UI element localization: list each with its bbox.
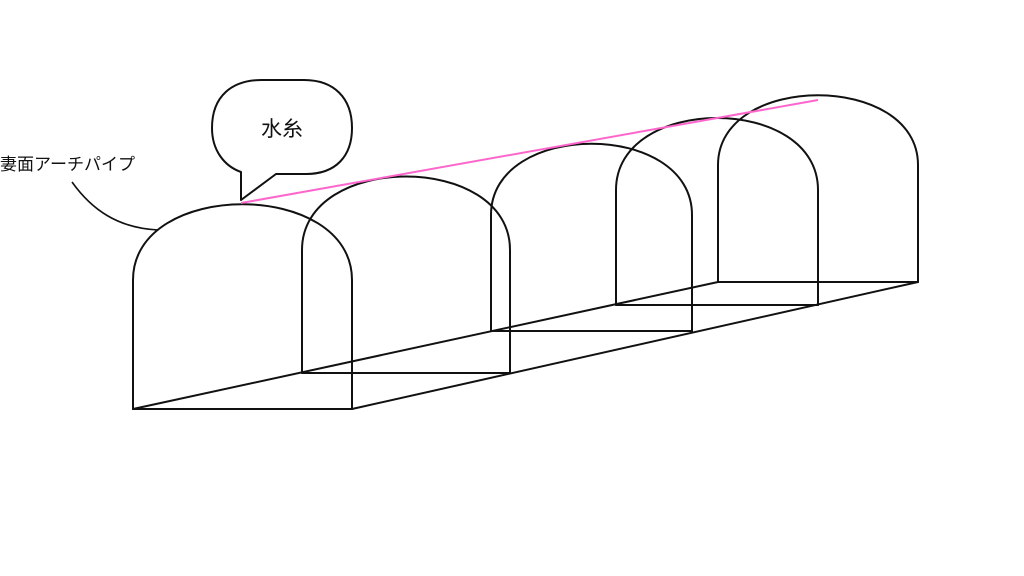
- speech-bubble: [211, 79, 353, 201]
- pipe-label: 妻面アーチパイプ: [0, 155, 135, 175]
- ground-rail-left: [132, 281, 719, 410]
- gable-arch-pipe: [132, 203, 353, 410]
- water-string-line: [240, 99, 819, 204]
- bubble-text: 水糸: [261, 117, 303, 141]
- arch-pipe-3: [490, 142, 693, 332]
- arch-pipe-5: [717, 94, 919, 283]
- arch-pipe-2: [301, 175, 511, 374]
- pipe-leader-line: [71, 181, 159, 231]
- ground-rail-right: [351, 281, 919, 410]
- ground-rails: [132, 281, 919, 410]
